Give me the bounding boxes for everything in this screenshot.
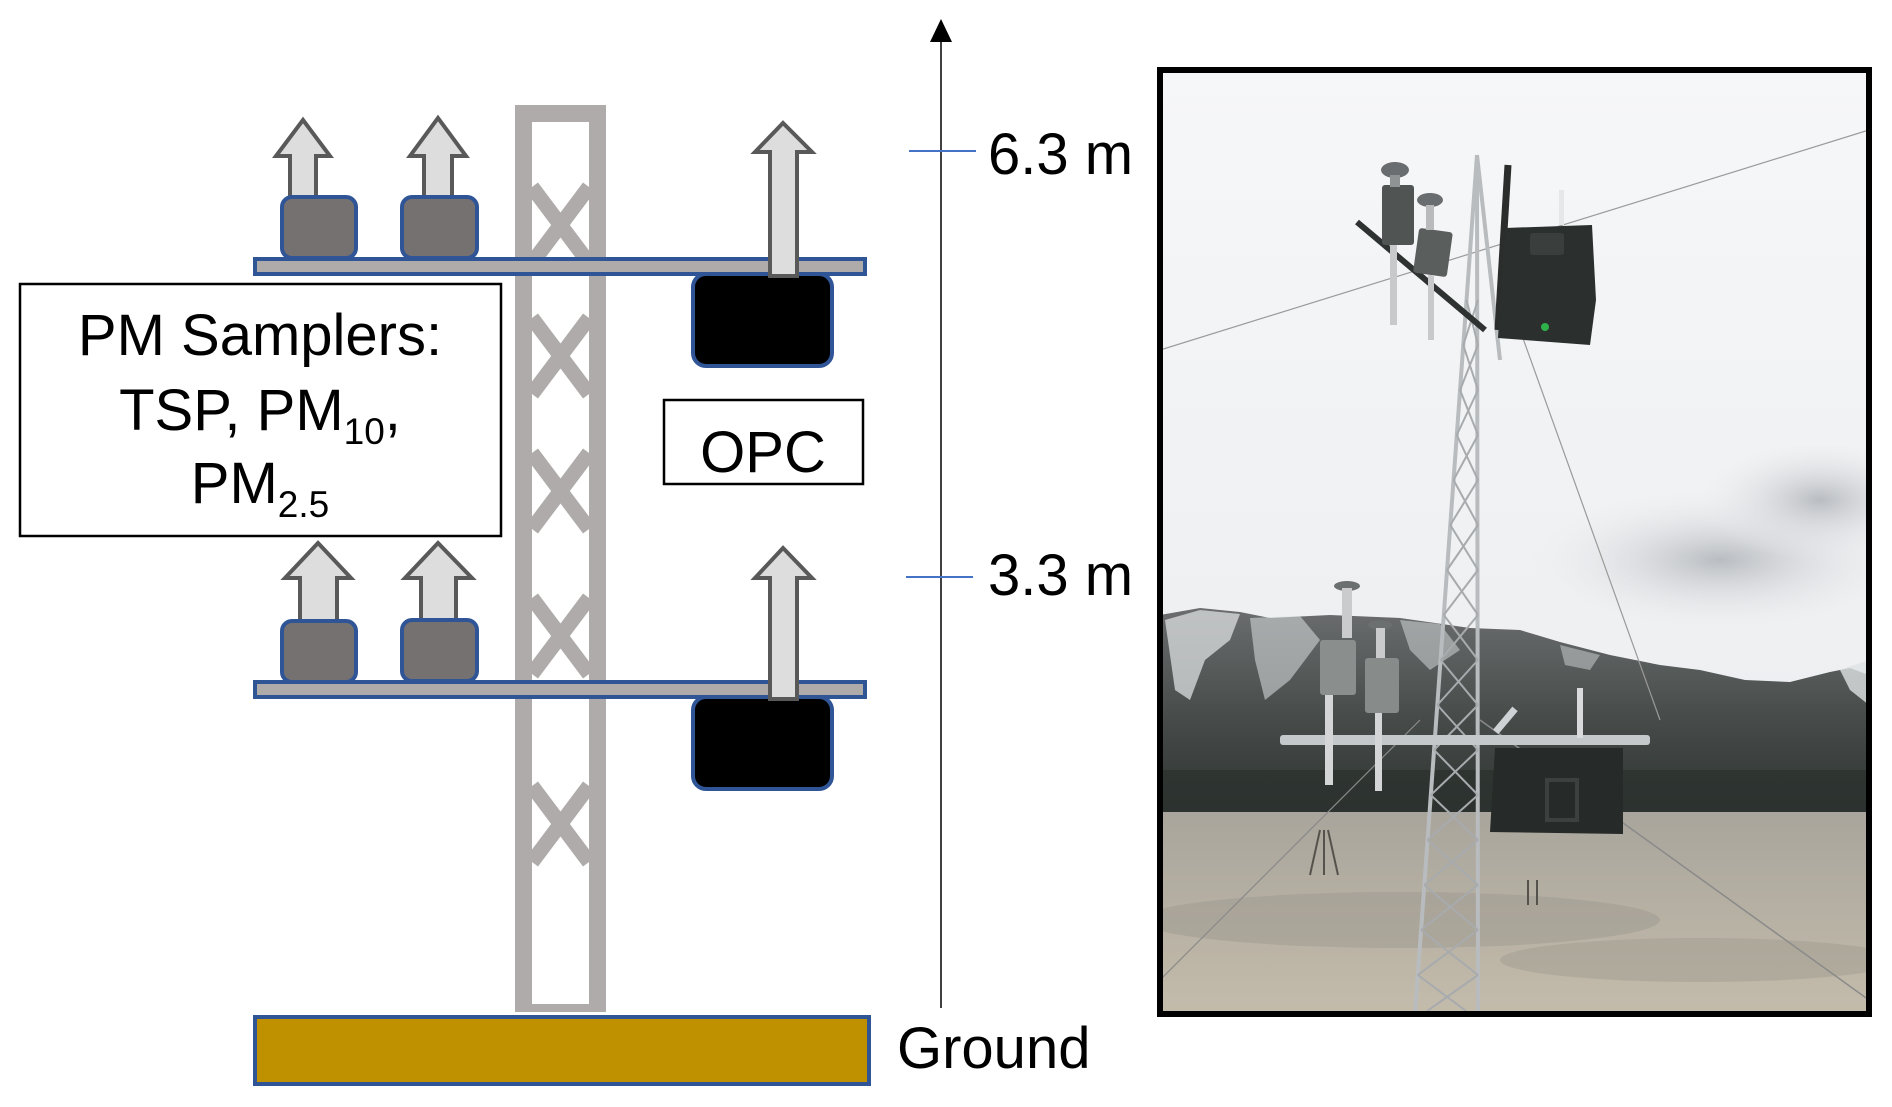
- photo-tower-brace: [1417, 929, 1479, 976]
- pm-samplers-line2: TSP, PM10,: [119, 378, 401, 452]
- tower-bracing: [526, 182, 595, 867]
- pm-line2-tail: ,: [385, 378, 401, 443]
- photo-tower-brace: [1455, 389, 1479, 436]
- photo-frame: [1157, 67, 1872, 1017]
- pm-line3-main: PM: [191, 451, 278, 516]
- tower-schematic: [515, 105, 606, 1012]
- tower-brace: [526, 781, 595, 867]
- height-label-6-3m: 6.3 m: [988, 122, 1133, 187]
- airflow-arrow-icon: [406, 114, 470, 200]
- photo-sampler: [1382, 185, 1414, 245]
- airflow-arrow-icon: [750, 545, 817, 701]
- photo-tower-brace: [1436, 659, 1479, 706]
- pm-sampler-lower-1: [280, 619, 358, 684]
- pm25-subscript: 2.5: [278, 484, 329, 525]
- photo-sampler: [1320, 640, 1356, 695]
- photo-tower-brace: [1420, 884, 1479, 931]
- photo-tower-brace: [1426, 794, 1479, 841]
- photo-tower-brace: [1430, 794, 1479, 841]
- photo-tower-brace: [1452, 434, 1479, 481]
- photo-tower-brace: [1443, 569, 1479, 616]
- pm-samplers-line3: PM2.5: [191, 451, 329, 525]
- opc-box: [662, 398, 865, 486]
- shelf-upper: [253, 257, 867, 276]
- photo-tower-brace: [1459, 344, 1479, 391]
- pm-samplers-callout: PM Samplers: TSP, PM10, PM2.5: [18, 282, 503, 538]
- photo-tower-brace: [1433, 749, 1479, 796]
- photo-opc-upper: [1498, 225, 1596, 345]
- photo-tower-brace: [1446, 524, 1479, 571]
- tower-brace: [526, 593, 595, 679]
- tower-brace: [526, 313, 595, 399]
- airflow-arrow-icon: [280, 540, 356, 624]
- photo-tower-brace: [1446, 569, 1479, 616]
- photo-tower-brace: [1443, 614, 1479, 661]
- lower-level: [253, 540, 867, 791]
- photo-tower-brace: [1462, 299, 1479, 346]
- tower-brace: [526, 182, 595, 268]
- pm-sampler-lower-2: [400, 618, 479, 683]
- field-site-photo: [1157, 67, 1872, 1017]
- height-label-3-3m: 3.3 m: [988, 543, 1133, 608]
- ground-label: Ground: [897, 1016, 1090, 1081]
- photo-tower-brace: [1426, 839, 1479, 886]
- pm-samplers-box: [18, 282, 503, 538]
- height-axis: 6.3 m 3.3 m: [906, 19, 1133, 1008]
- airflow-arrow-icon: [272, 116, 334, 200]
- opc-sensor-lower: [691, 695, 834, 791]
- opc-callout: OPC: [662, 398, 865, 486]
- photo-tower-brace: [1439, 614, 1479, 661]
- photo-ground: [1160, 812, 1869, 1014]
- axis-arrow-up-icon: [930, 19, 952, 42]
- photo-tower-brace: [1423, 839, 1479, 886]
- sampler-arrow-upper-1: [272, 116, 334, 200]
- photo-tower-brace: [1462, 344, 1479, 391]
- pm-sampler-upper-1: [280, 195, 358, 260]
- airflow-arrow-icon: [750, 120, 817, 278]
- ground-block: [253, 1015, 871, 1086]
- airflow-arrow-icon: [400, 540, 477, 624]
- pm-line2-main: TSP, PM: [119, 378, 344, 443]
- pm-sampler-upper-2: [400, 195, 479, 260]
- photo-cloud: [1700, 440, 1869, 560]
- photo-tower-brace: [1455, 434, 1479, 481]
- photo-tower-brace: [1449, 479, 1479, 526]
- photo-tower-brace: [1452, 479, 1479, 526]
- photo-tower-brace: [1423, 884, 1479, 931]
- photo-tower-brace: [1459, 389, 1479, 436]
- upper-level: [253, 114, 867, 368]
- photo-tower-brace: [1430, 749, 1479, 796]
- pm-samplers-title: PM Samplers:: [78, 303, 442, 368]
- sampler-arrow-upper-2: [406, 114, 470, 200]
- photo-tower-brace: [1449, 524, 1479, 571]
- opc-sensor-upper: [691, 272, 834, 368]
- photo-tower-brace: [1439, 659, 1479, 706]
- opc-label: OPC: [700, 420, 826, 485]
- shelf-lower: [253, 680, 867, 699]
- tower-brace: [526, 448, 595, 534]
- pm10-subscript: 10: [344, 411, 385, 452]
- photo-opc-lower: [1490, 748, 1623, 834]
